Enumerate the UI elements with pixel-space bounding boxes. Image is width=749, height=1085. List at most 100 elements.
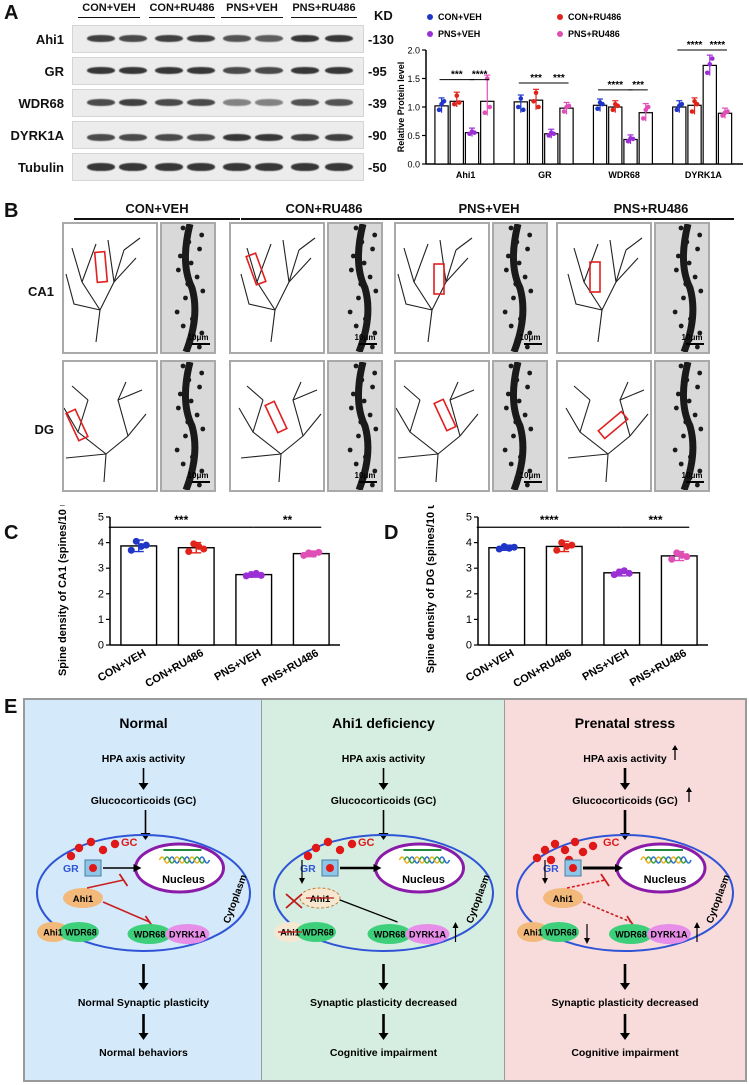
outcome-behavior: Cognitive impairment <box>330 1047 438 1059</box>
blot-band <box>119 35 147 42</box>
y-tick-label: 1 <box>98 614 104 626</box>
blot-group-underline <box>78 17 140 18</box>
dendrite-branch <box>77 399 89 433</box>
spine <box>359 475 365 481</box>
data-point <box>558 539 566 547</box>
ahi1-inhibit-bar <box>600 873 610 887</box>
spine <box>524 482 530 488</box>
spine <box>513 281 519 287</box>
spine <box>367 412 373 418</box>
dendrite-branch <box>449 389 475 401</box>
y-tick-label: 1.0 <box>407 103 420 113</box>
data-point <box>683 553 691 561</box>
data-point <box>645 104 651 110</box>
dendrite-branch <box>579 399 591 433</box>
spine <box>183 433 188 439</box>
spine <box>684 239 690 245</box>
spine <box>673 267 679 273</box>
significance-label: ** <box>283 513 293 527</box>
data-point <box>553 546 561 554</box>
dendrite-branch <box>292 381 304 437</box>
spine <box>372 370 378 376</box>
hpa-label: HPA axis activity <box>583 753 667 765</box>
nucleus-label: Nucleus <box>162 874 205 886</box>
blot-band <box>325 67 353 74</box>
spine <box>686 398 692 404</box>
dyrk1a-label: DYRK1A <box>409 930 447 940</box>
column-title: Prenatal stress <box>575 715 676 731</box>
legend-label: CON+VEH <box>438 12 482 22</box>
bar <box>292 552 330 646</box>
blot-group-underline <box>149 17 215 18</box>
dendrite-branch <box>240 453 282 459</box>
blot-band <box>325 35 353 42</box>
dendrite-branch <box>256 243 272 283</box>
data-point <box>640 116 646 121</box>
spine <box>196 344 202 350</box>
legend-marker <box>427 14 433 20</box>
spine <box>524 344 530 350</box>
spine <box>369 482 375 488</box>
dendrite-branch <box>437 413 479 455</box>
spine <box>511 295 516 301</box>
blot-band <box>119 67 147 74</box>
spine <box>683 419 689 425</box>
spine <box>177 391 183 397</box>
blot-band <box>87 99 115 106</box>
ahi1-inhibit-gr <box>566 879 606 889</box>
gc-molecule <box>303 851 313 861</box>
spine <box>528 426 534 432</box>
bar <box>702 64 717 165</box>
spine <box>353 225 359 231</box>
dyrk1a-protein <box>405 924 450 944</box>
panel-a-label: A <box>4 2 19 24</box>
spine <box>678 363 684 369</box>
significance-label: **** <box>472 70 488 81</box>
spine <box>519 440 525 446</box>
scale-bar-label: 10μm <box>682 333 703 342</box>
spine <box>197 246 202 252</box>
spine <box>199 370 205 376</box>
spine <box>191 440 197 446</box>
dendrite-branch <box>625 237 643 251</box>
neuron-tracing <box>556 360 652 492</box>
cytoplasm-label: Cytoplasm <box>222 873 250 925</box>
spine <box>678 323 684 329</box>
blot-band <box>291 134 319 141</box>
spine-micrograph-svg: 10μm <box>502 362 542 490</box>
spine <box>519 302 525 308</box>
spine <box>359 239 365 245</box>
blot-band <box>291 99 319 106</box>
spine <box>514 475 520 481</box>
dyrk1a-increase-head <box>452 922 459 928</box>
ahi1-label: Ahi1 <box>73 894 94 905</box>
ahi1-inhibit-wdr68 <box>102 901 150 923</box>
free-wdr68-label: WDR68 <box>134 930 166 940</box>
free-wdr68 <box>367 924 412 944</box>
gr-bound-gc <box>326 864 334 872</box>
spine-micrograph: 10μm <box>492 360 548 492</box>
blot-group-label: PNS+VEH <box>226 2 278 14</box>
spine <box>358 419 364 425</box>
spine <box>508 363 514 369</box>
gr-label: GR <box>300 863 316 875</box>
panel-b-group-underline <box>406 218 572 220</box>
data-point <box>600 101 605 107</box>
blot-band <box>291 163 319 171</box>
gc-molecule <box>323 837 333 847</box>
spine <box>514 239 520 245</box>
dendrite-shaft <box>509 224 527 352</box>
bar <box>120 545 158 646</box>
data-point <box>456 100 462 105</box>
spine <box>373 426 379 432</box>
data-point <box>674 107 680 113</box>
bar <box>545 545 583 646</box>
data-point <box>142 541 150 549</box>
data-point <box>630 136 636 142</box>
spine <box>348 405 354 411</box>
spine <box>522 412 528 418</box>
spine <box>527 330 533 336</box>
